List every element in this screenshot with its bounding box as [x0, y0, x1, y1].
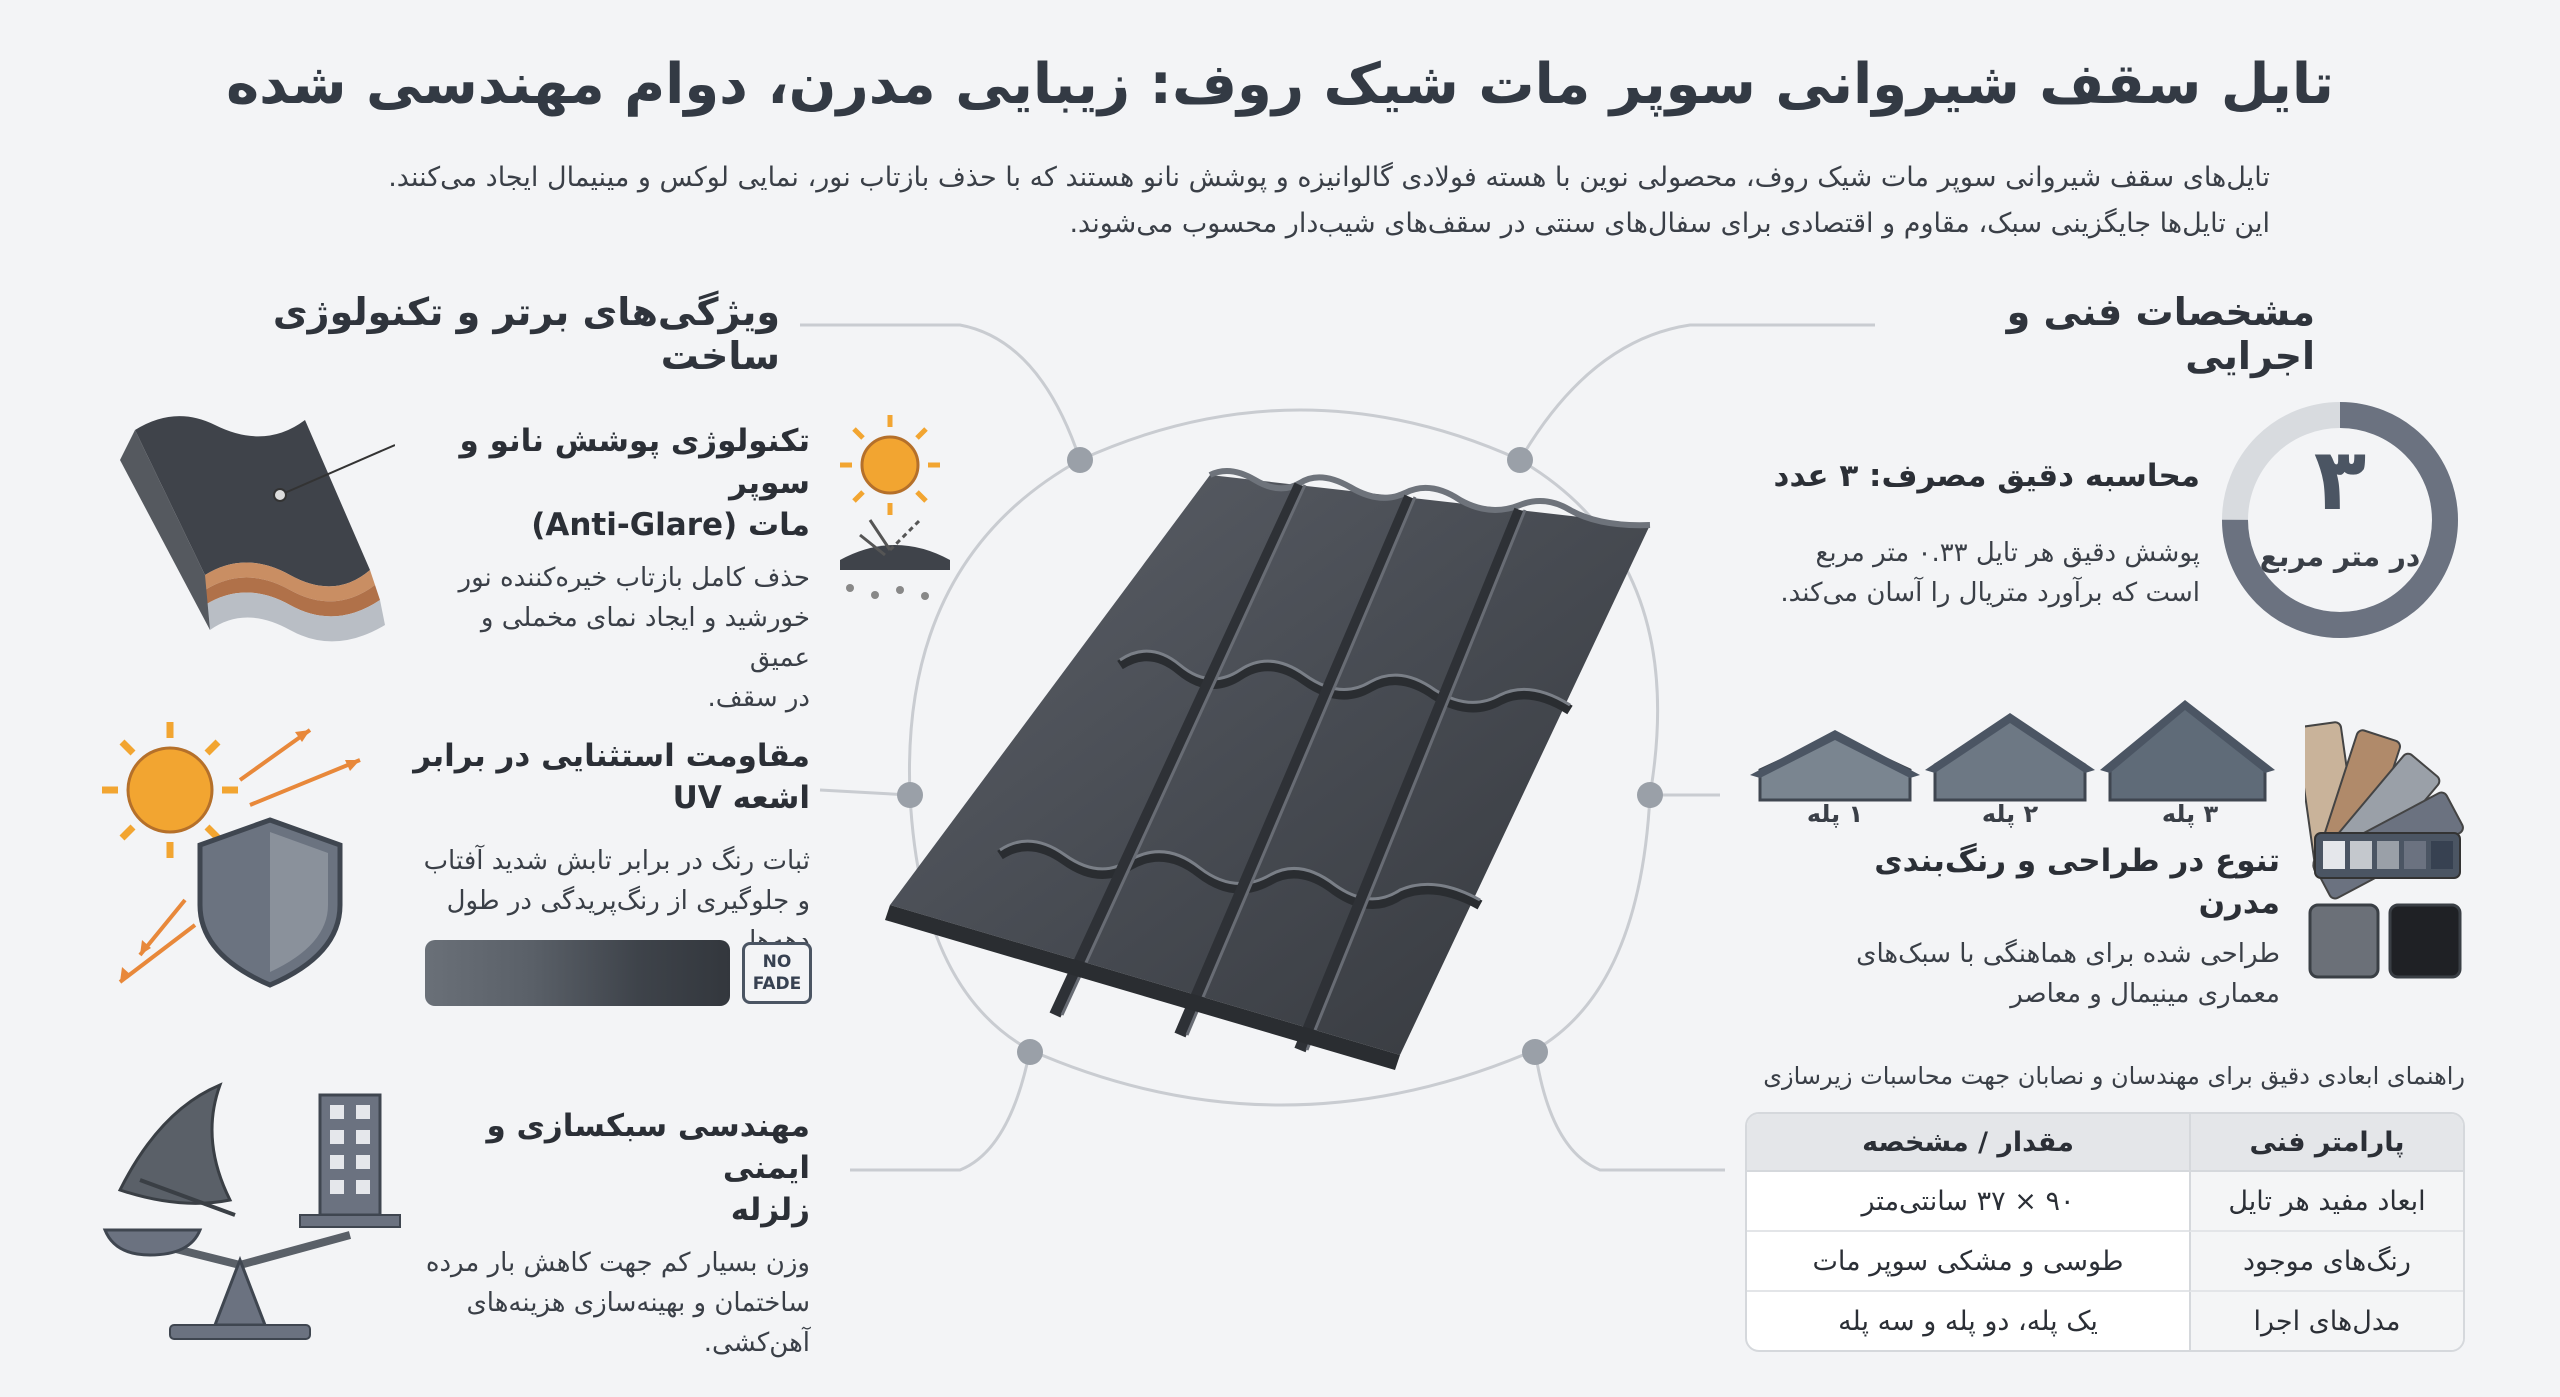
feature-desc: خورشید و ایجاد نمای مخملی و عمیق: [480, 603, 810, 673]
feature-title: مات (Anti-Glare): [531, 507, 810, 543]
table-header-value: مقدار / مشخصه: [1747, 1114, 2189, 1172]
feature-title: مهندسی سبکسازی و ایمنی: [486, 1108, 810, 1186]
table-header-param: پارامتر فنی: [2189, 1114, 2463, 1172]
feature-lightweight: مهندسی سبکسازی و ایمنی زلزله وزن بسیار ک…: [420, 1105, 810, 1363]
feature-title: زلزله: [730, 1192, 810, 1228]
no-fade-badge-line-2: FADE: [752, 974, 802, 994]
right-section-heading: مشخصات فنی و اجرایی: [2006, 290, 2315, 378]
table-cell-param: ابعاد مفید هر تایل: [2189, 1172, 2463, 1232]
design-title: تنوع در طراحی و رنگ‌بندی مدرن: [1874, 843, 2280, 921]
connector-dot: [1522, 1039, 1548, 1065]
table-row: مدل‌های اجرا یک پله، دو پله و سه پله: [1747, 1292, 2463, 1350]
design-variety: تنوع در طراحی و رنگ‌بندی مدرن طراحی شده …: [1820, 840, 2280, 1014]
table-header-row: پارامتر فنی مقدار / مشخصه: [1747, 1114, 2463, 1172]
design-desc: معماری مینیمال و معاصر: [2010, 979, 2280, 1009]
no-fade-badge: NO FADE: [742, 942, 812, 1004]
feature-desc: در سقف.: [707, 683, 810, 713]
intro-line-1: تایل‌های سقف شیروانی سوپر مات شیک روف، م…: [388, 162, 2270, 193]
feature-title: تکنولوژی پوشش نانو و سوپر: [459, 423, 810, 501]
roof-tile-image: [885, 468, 1651, 1070]
connector-dot: [1017, 1039, 1043, 1065]
table-cell-value: یک پله، دو پله و سه پله: [1838, 1305, 2098, 1337]
roof-models-icons: [1750, 700, 2275, 802]
left-section-heading: ویژگی‌های برتر و تکنولوژی ساخت: [272, 290, 780, 378]
feature-desc: و جلوگیری از رنگ‌پریدگی در طول: [446, 886, 810, 916]
intro-line-2: این تایل‌ها جایگزینی سبک، مقاوم و اقتصاد…: [1069, 208, 2270, 239]
page-title: تایل سقف شیروانی سوپر مات شیک روف: زیبای…: [226, 52, 2334, 117]
table-cell-value: ۹۰ × ۳۷ سانتی‌متر: [1747, 1172, 2189, 1232]
spec-table: پارامتر فنی مقدار / مشخصه ابعاد مفید هر …: [1745, 1112, 2465, 1352]
intro-paragraph: تایل‌های سقف شیروانی سوپر مات شیک روف، م…: [120, 155, 2270, 247]
table-cell-param: رنگ‌های موجود: [2189, 1232, 2463, 1292]
consumption-calc: محاسبه دقیق مصرف: ۳ عدد پوشش دقیق هر تای…: [1760, 455, 2200, 613]
calc-desc: پوشش دقیق هر تایل ۰.۳۳ متر مربع: [1815, 538, 2200, 568]
lightweight-balance-icon: [102, 1082, 401, 1340]
connector-dot: [1637, 782, 1663, 808]
roof-label-1: ۱ پله: [1806, 800, 1864, 828]
feature-desc: ساختمان و بهینه‌سازی هزینه‌های: [466, 1288, 810, 1318]
roof-one-step-icon: [1750, 730, 1920, 802]
uv-shield-icon: [102, 722, 361, 988]
sun-reflection-icon: [840, 415, 950, 600]
roof-label-2: ۲ پله: [1981, 800, 2039, 828]
table-cell-value: طوسی و مشکی سوپر مات: [1747, 1232, 2189, 1292]
connector-dot: [1507, 447, 1533, 473]
calc-desc: است که برآورد متریال را آسان می‌کند.: [1780, 578, 2200, 608]
table-note: راهنمای ابعادی دقیق برای مهندسان و نصابا…: [1763, 1062, 2465, 1090]
feature-title: مقاومت استثنایی در برابر اشعه UV: [413, 738, 810, 816]
coated-tile-layers-icon: [120, 416, 395, 642]
consumption-gauge: [2222, 402, 2458, 638]
feature-desc: آهن‌کشی.: [703, 1328, 810, 1358]
feature-antiglare: تکنولوژی پوشش نانو و سوپر مات (Anti-Glar…: [450, 420, 810, 718]
table-cell-param: مدل‌های اجرا: [2189, 1292, 2463, 1350]
feature-desc: وزن بسیار کم جهت کاهش بار مرده: [425, 1248, 810, 1278]
gauge-value: ۳: [2313, 430, 2367, 530]
design-desc: طراحی شده برای هماهنگی با سبک‌های: [1856, 939, 2280, 969]
color-palette-icon: [2305, 721, 2464, 979]
roof-label-3: ۳ پله: [2161, 800, 2219, 828]
roof-three-step-icon: [2100, 700, 2275, 802]
feature-desc: ثبات رنگ در برابر تابش شدید آفتاب: [423, 846, 810, 876]
color-fastness-bar: [425, 940, 730, 1006]
connector-dot: [1067, 447, 1093, 473]
no-fade-badge-line-1: NO: [762, 952, 792, 972]
table-row: ابعاد مفید هر تایل ۹۰ × ۳۷ سانتی‌متر: [1747, 1172, 2463, 1232]
connector-dot: [897, 782, 923, 808]
feature-desc: حذف کامل بازتاب خیره‌کننده نور: [458, 563, 810, 593]
roof-two-step-icon: [1925, 713, 2095, 802]
feature-uv: مقاومت استثنایی در برابر اشعه UV ثبات رن…: [360, 735, 810, 961]
spec-table-wrapper: پارامتر فنی مقدار / مشخصه ابعاد مفید هر …: [1745, 1112, 2465, 1352]
gauge-unit: در متر مربع: [2259, 540, 2421, 573]
calc-title: محاسبه دقیق مصرف: ۳ عدد: [1773, 458, 2200, 494]
table-row: رنگ‌های موجود طوسی و مشکی سوپر مات: [1747, 1232, 2463, 1292]
